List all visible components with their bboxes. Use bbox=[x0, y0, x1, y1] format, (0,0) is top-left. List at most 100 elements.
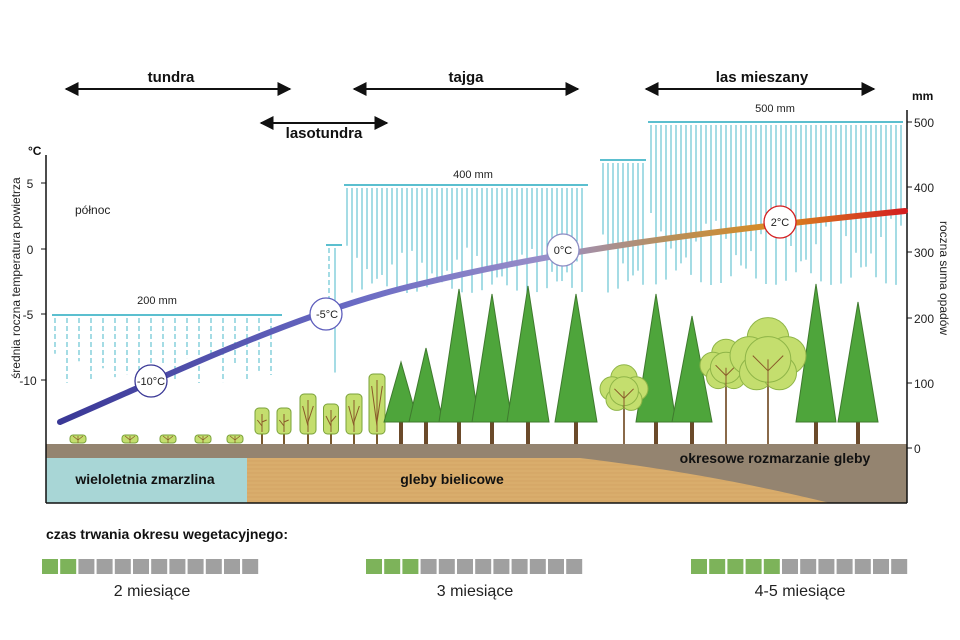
veg-period-label-1: 2 miesiące bbox=[114, 583, 191, 600]
precip-label-tundra: 200 mm bbox=[137, 295, 177, 307]
left-tick-m5: -5 bbox=[23, 308, 34, 322]
conifer-tree-icon bbox=[635, 293, 677, 444]
rain-tajga bbox=[344, 184, 588, 293]
conifer-tree-icon bbox=[671, 315, 713, 444]
temp-marker-0: 0°C bbox=[546, 233, 580, 267]
right-axis: mm 500 400 300 200 100 0 roczna suma opa… bbox=[906, 89, 951, 456]
tundra-plant-icon bbox=[121, 434, 139, 444]
month-cell bbox=[745, 559, 762, 574]
temp-label-m5: -5°C bbox=[316, 309, 338, 321]
conifer-tree-icon bbox=[383, 360, 419, 444]
month-cell bbox=[709, 559, 726, 574]
month-cell bbox=[475, 559, 492, 574]
temp-marker-m10: -10°C bbox=[134, 364, 168, 398]
month-cell bbox=[493, 559, 510, 574]
soil-label-podzol: gleby bielicowe bbox=[400, 471, 504, 487]
month-cell bbox=[42, 559, 58, 574]
month-cell bbox=[566, 559, 583, 574]
month-cell bbox=[384, 559, 401, 574]
month-cell bbox=[818, 559, 835, 574]
temp-marker-m5: -5°C bbox=[309, 297, 343, 331]
ground-surface bbox=[46, 444, 907, 458]
conifer-tree-icon bbox=[554, 293, 598, 444]
month-cell bbox=[224, 559, 240, 574]
month-cell bbox=[836, 559, 853, 574]
tundra-plant-icon bbox=[194, 434, 212, 444]
month-cell bbox=[763, 559, 780, 574]
veg-period-title: czas trwania okresu wegetacyjnego: bbox=[46, 526, 288, 542]
permafrost-layer bbox=[46, 458, 247, 503]
month-cell bbox=[854, 559, 871, 574]
month-cell bbox=[727, 559, 744, 574]
shrub-icon bbox=[323, 403, 339, 444]
month-cell bbox=[169, 559, 186, 574]
temp-label-2: 2°C bbox=[771, 217, 790, 229]
veg-period-label-2: 3 miesiące bbox=[437, 583, 514, 600]
vegetation-period-months bbox=[42, 559, 908, 574]
right-tick-500: 500 bbox=[914, 116, 934, 130]
podzol-layer bbox=[247, 458, 830, 503]
month-cell bbox=[151, 559, 168, 574]
month-cell bbox=[242, 559, 259, 574]
shrub-icon bbox=[254, 407, 270, 444]
month-cell bbox=[366, 559, 382, 574]
month-group-3 bbox=[691, 559, 908, 574]
month-cell bbox=[891, 559, 908, 574]
conifer-tree-icon bbox=[506, 285, 550, 444]
right-tick-0: 0 bbox=[914, 442, 921, 456]
zone-arrows: tundra lasotundra tajga las mieszany bbox=[64, 69, 876, 142]
month-cell bbox=[205, 559, 222, 574]
month-cell bbox=[548, 559, 564, 574]
shrub-icon bbox=[368, 373, 386, 444]
rain-transition-2 bbox=[600, 159, 646, 293]
shrub-icon bbox=[345, 393, 363, 444]
month-cell bbox=[529, 559, 546, 574]
month-cell bbox=[800, 559, 817, 574]
zone-label-tajga: tajga bbox=[448, 69, 484, 86]
veg-period-label-3: 4-5 miesiące bbox=[755, 583, 846, 600]
zone-label-tundra: tundra bbox=[148, 69, 195, 86]
month-cell bbox=[457, 559, 473, 574]
temperature-curve bbox=[57, 208, 908, 425]
zone-label-las-mieszany: las mieszany bbox=[716, 69, 809, 86]
month-cell bbox=[96, 559, 113, 574]
tundra-plant-icon bbox=[69, 434, 87, 444]
left-axis-unit: °C bbox=[28, 144, 42, 158]
left-tick-m10: -10 bbox=[19, 374, 37, 388]
month-cell bbox=[873, 559, 889, 574]
left-tick-5: 5 bbox=[27, 177, 34, 191]
month-cell bbox=[78, 559, 95, 574]
north-label: północ bbox=[75, 203, 110, 217]
left-tick-0: 0 bbox=[27, 243, 34, 257]
conifer-tree-icon bbox=[837, 301, 879, 444]
temp-marker-2: 2°C bbox=[763, 205, 797, 239]
right-axis-unit: mm bbox=[912, 89, 933, 103]
left-axis-label: średnia roczna temperatura powietrza bbox=[9, 177, 23, 379]
tundra-plant-icon bbox=[226, 434, 244, 444]
month-group-2 bbox=[366, 559, 583, 574]
soil-label-thaw: okresowe rozmarzanie gleby bbox=[680, 450, 871, 466]
month-group-1 bbox=[42, 559, 259, 574]
conifer-tree-icon bbox=[408, 347, 444, 444]
right-axis-label: roczna suma opadów bbox=[937, 221, 951, 335]
month-cell bbox=[420, 559, 437, 574]
conifer-tree-icon bbox=[438, 288, 480, 444]
month-cell bbox=[187, 559, 204, 574]
month-cell bbox=[60, 559, 77, 574]
vegetation bbox=[69, 283, 879, 444]
right-tick-200: 200 bbox=[914, 312, 934, 326]
shrub-icon bbox=[276, 407, 292, 444]
month-cell bbox=[782, 559, 798, 574]
right-tick-400: 400 bbox=[914, 181, 934, 195]
month-cell bbox=[114, 559, 131, 574]
precip-label-tajga: 400 mm bbox=[453, 169, 493, 181]
soil-label-permafrost: wieloletnia zmarzlina bbox=[74, 471, 214, 487]
zone-label-lasotundra: lasotundra bbox=[286, 125, 363, 142]
shrub-icon bbox=[299, 393, 317, 444]
month-cell bbox=[438, 559, 455, 574]
tundra-plant-icon bbox=[159, 434, 177, 444]
temp-label-0: 0°C bbox=[554, 245, 573, 257]
rain-mixed bbox=[648, 121, 903, 285]
month-cell bbox=[402, 559, 419, 574]
